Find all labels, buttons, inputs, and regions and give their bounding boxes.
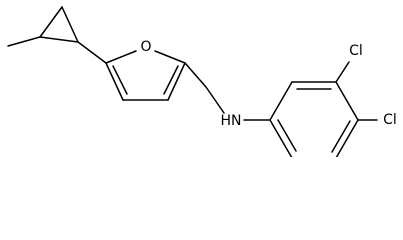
furan-ring: O <box>105 39 186 101</box>
bond-cyclopropyl-b <box>61 6 79 43</box>
bond-ring-4 <box>335 119 359 157</box>
oxygen-atom-label: O <box>140 39 151 55</box>
bond-c3-cl <box>335 61 350 83</box>
chlorine-right-label: Cl <box>383 112 397 128</box>
bond-ring-1 <box>269 81 293 121</box>
bond-c2-c3 <box>167 62 186 101</box>
chlorine-top-label: Cl <box>349 43 363 59</box>
molecule-structure-diagram: O HN Cl Cl <box>7 6 397 157</box>
nitrogen-atom-label: HN <box>221 113 242 129</box>
aminomethyl-linker: HN <box>184 62 271 129</box>
bond-c5-o <box>105 50 137 64</box>
bond-ring-6-double <box>277 119 297 152</box>
bond-cyclopropyl-furan <box>77 41 107 64</box>
bond-ch2-n <box>205 86 225 114</box>
dichlorophenyl-ring <box>269 81 359 157</box>
bond-ring-3 <box>335 81 359 121</box>
chlorine-substituents: Cl Cl <box>335 43 397 128</box>
bond-o-c2 <box>154 50 186 64</box>
methylcyclopropyl-group <box>7 6 107 64</box>
bond-methyl <box>7 36 41 47</box>
bond-c4-c5 <box>105 62 124 101</box>
bond-ring-4-double <box>331 120 351 153</box>
bond-c2-c3-double <box>163 65 179 95</box>
bond-cyclopropyl-c <box>39 36 79 43</box>
bond-ring-6 <box>269 119 293 157</box>
bond-c4-c5-double <box>112 65 128 95</box>
bond-cyclopropyl-a <box>39 6 63 38</box>
bond-furan-ch2 <box>184 62 207 88</box>
